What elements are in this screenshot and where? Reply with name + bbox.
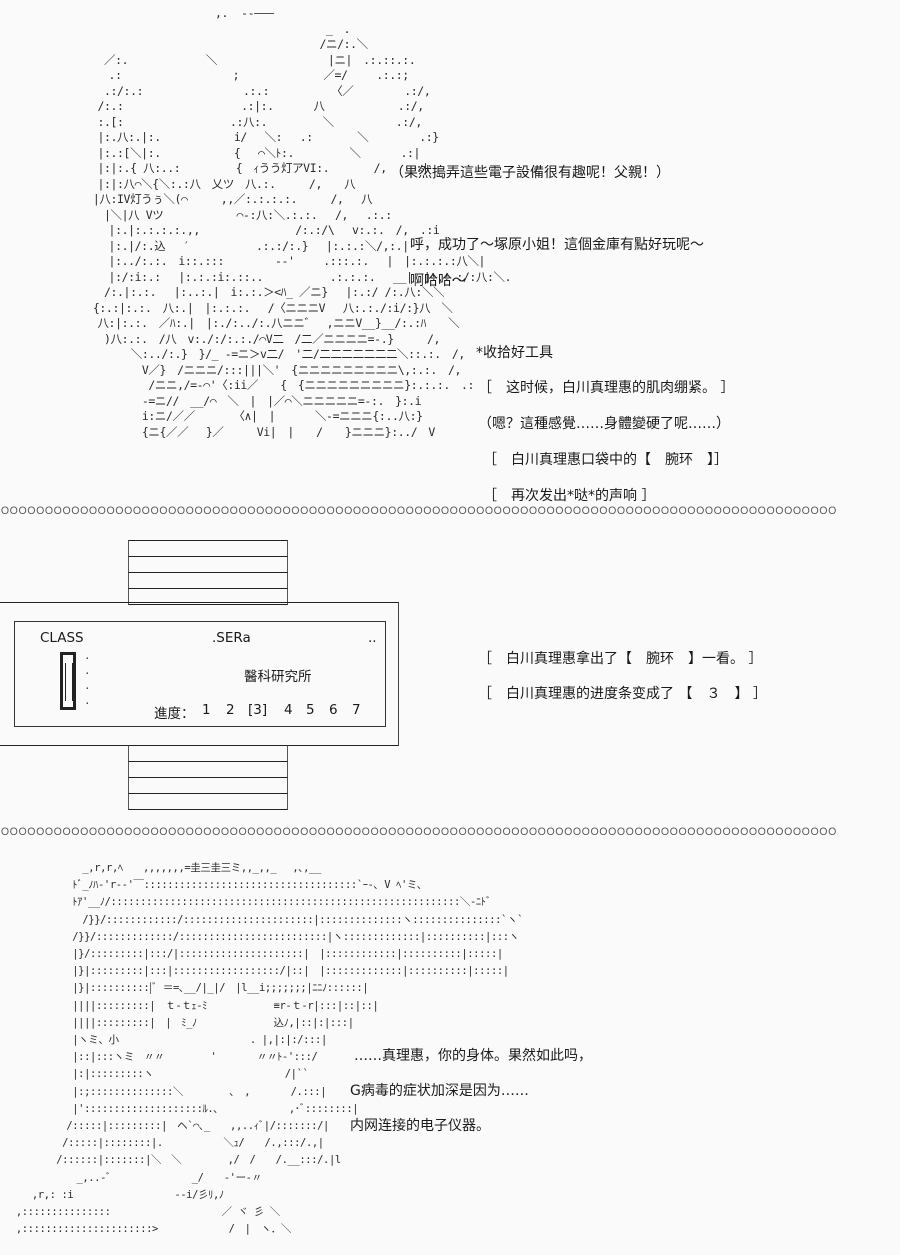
panel-separator: ＯＯＯＯＯＯＯＯＯＯＯＯＯＯＯＯＯＯＯＯＯＯＯＯＯＯＯＯＯＯＯＯＯＯＯＯＯＯＯＯ… xyxy=(0,827,837,838)
wristband-strap-top xyxy=(128,540,288,605)
dialogue-line: ……真理惠，你的身体。果然如此吗， xyxy=(354,1048,592,1064)
dialogue-line: （果然搗弄這些電子設備很有趣呢！父親！） xyxy=(390,165,670,181)
wristband-strap-bottom xyxy=(128,745,288,810)
dots-decoration: .. xyxy=(368,630,377,646)
class-label: CLASS xyxy=(40,630,84,646)
dots-decoration: . . . . xyxy=(84,649,91,707)
ascii-art-character-bottom: _,r,r,ﾍ ,,,,,,,=圭三圭三ミ,,_,,_ ,､,__ ﾄﾞ_ﾉﾊ-… xyxy=(15,862,524,1236)
progress-step: 1 xyxy=(202,702,211,718)
narration-line: ［ 白川真理惠的进度条变成了 【 ３ 】 ］ xyxy=(478,686,767,702)
subject-name: .SERa xyxy=(212,630,251,646)
narration-line: ［ 白川真理惠口袋中的【 腕环 】］ xyxy=(483,452,728,468)
ascii-art-character-top: ,. -‐――― _ . /ニ/:.＼ ／:. ＼ |ニ| .:.::.:. .… xyxy=(92,6,512,439)
panel-separator: ＯＯＯＯＯＯＯＯＯＯＯＯＯＯＯＯＯＯＯＯＯＯＯＯＯＯＯＯＯＯＯＯＯＯＯＯＯＯＯＯ… xyxy=(0,506,837,517)
progress-label: 進度： xyxy=(154,706,195,722)
dialogue-line: 啊哈哈～ xyxy=(410,273,466,289)
narration-line: ［ 再次发出*哒*的声响 ］ xyxy=(483,488,656,504)
narration-line: *收拾好工具 xyxy=(476,345,553,361)
department-label: 醫科研究所 xyxy=(244,669,312,685)
progress-step-current: [3] xyxy=(248,702,268,718)
progress-step: 7 xyxy=(352,702,361,718)
dialogue-line: 呼，成功了～塚原小姐！這個金庫有點好玩呢～ xyxy=(410,237,704,253)
progress-step: 5 xyxy=(306,702,315,718)
dialogue-line: G病毒的症状加深是因为…… xyxy=(350,1083,529,1099)
status-display xyxy=(14,621,386,727)
narration-line: ［ 这时候，白川真理惠的肌肉绷紧。 ］ xyxy=(478,380,735,396)
narration-line: ［ 白川真理惠拿出了【 腕环 】一看。 ］ xyxy=(478,651,763,667)
class-slot-icon xyxy=(60,652,76,710)
dialogue-line: 内网连接的电子仪器。 xyxy=(350,1118,490,1134)
progress-step: 2 xyxy=(226,702,235,718)
progress-step: 4 xyxy=(284,702,293,718)
progress-step: 6 xyxy=(329,702,338,718)
dialogue-line: （嗯？這種感覺……身體變硬了呢……） xyxy=(478,416,730,432)
